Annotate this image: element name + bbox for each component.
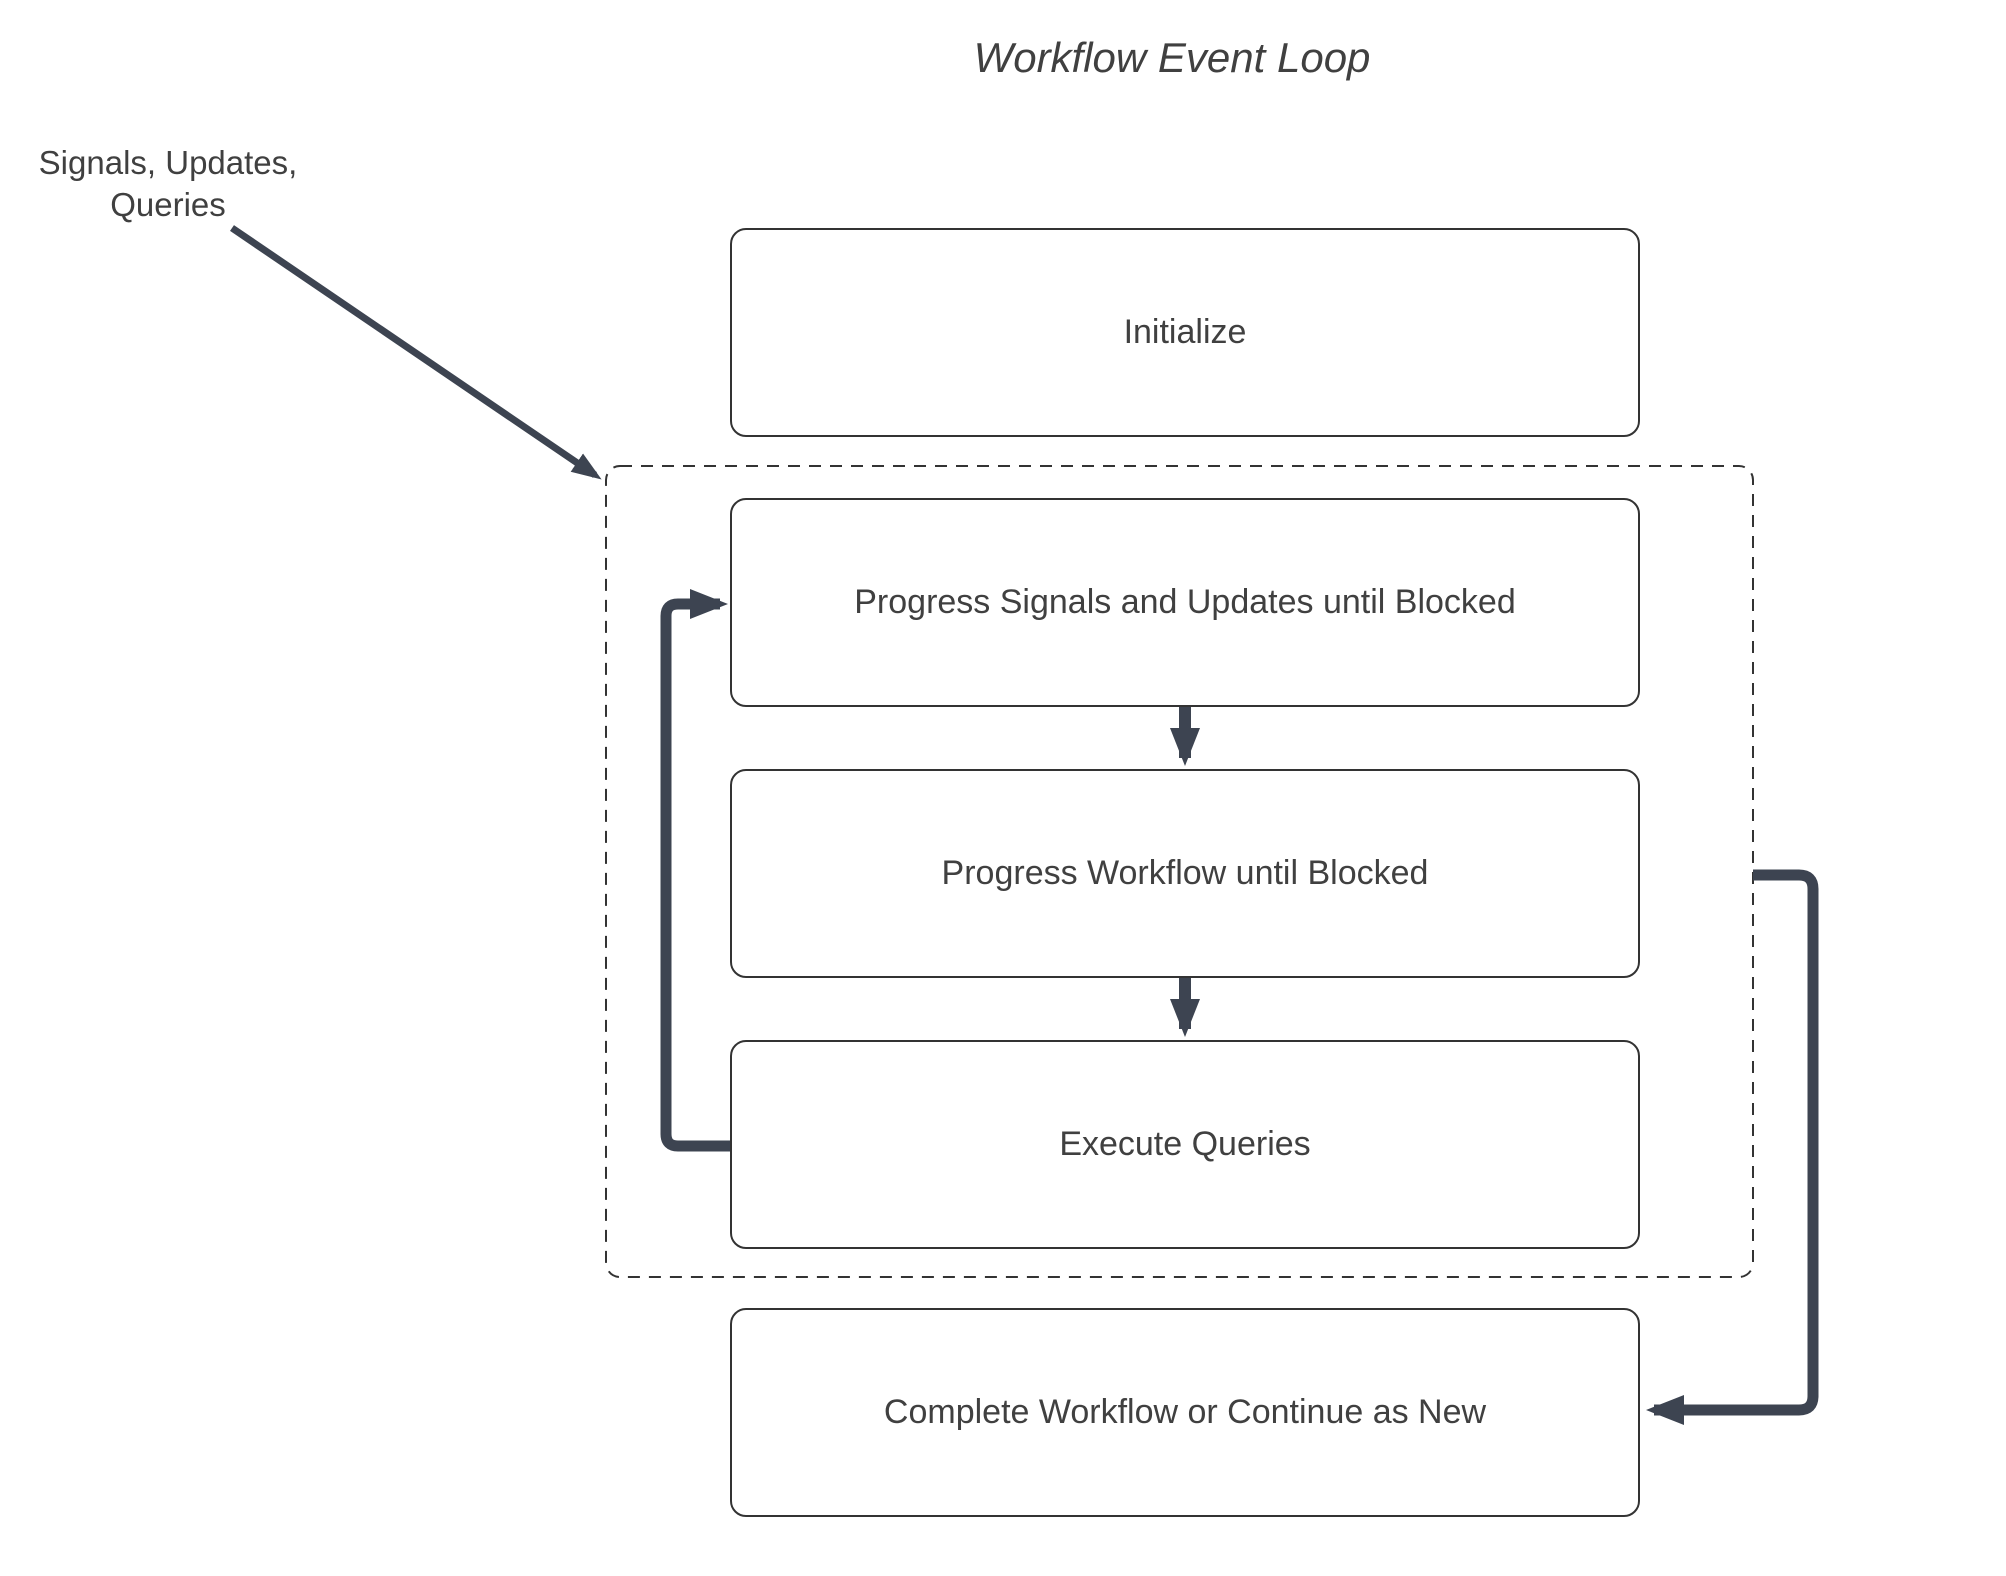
edge-group-to-complete [1646, 869, 1819, 1425]
node-progress-signals-label: Progress Signals and Updates until Block… [854, 583, 1516, 621]
node-initialize-label: Initialize [1123, 313, 1247, 351]
node-progress-signals-and-updates: Progress Signals and Updates until Block… [730, 498, 1640, 707]
signals-updates-queries-label: Signals, Updates, Queries [18, 142, 318, 226]
node-execute-queries: Execute Queries [730, 1040, 1640, 1249]
annotation-line-1: Signals, Updates, [38, 144, 298, 181]
node-progress-workflow: Progress Workflow until Blocked [730, 769, 1640, 978]
annotation-line-2: Queries [110, 186, 226, 223]
node-complete-workflow-label: Complete Workflow or Continue as New [883, 1393, 1487, 1431]
node-initialize: Initialize [730, 228, 1640, 437]
node-complete-workflow: Complete Workflow or Continue as New [730, 1308, 1640, 1517]
diagram-title: Workflow Event Loop [973, 34, 1371, 81]
edge-annotation-to-group [230, 225, 602, 480]
node-progress-workflow-label: Progress Workflow until Blocked [941, 854, 1429, 892]
node-execute-queries-label: Execute Queries [1059, 1125, 1311, 1163]
edge-queries-loop-back [660, 589, 730, 1152]
